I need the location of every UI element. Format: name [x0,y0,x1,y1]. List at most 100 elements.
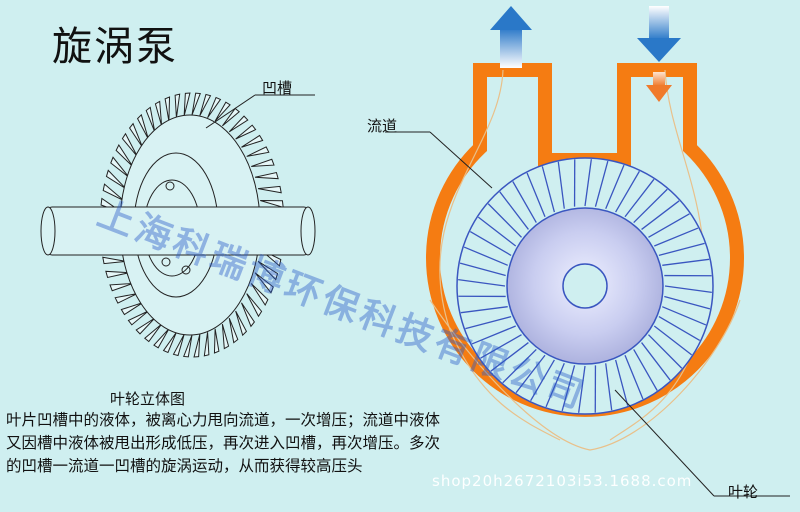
impeller-3d-illustration [40,92,316,358]
bolt-hole [161,257,171,267]
wheel-blade [615,170,640,213]
impeller-blade [254,272,274,294]
wheel-blade [557,161,565,209]
impeller-leader [614,389,715,497]
wheel-blade [624,355,644,400]
impeller-blade [102,256,127,265]
wheel-blade [654,227,699,247]
groove-label: 凹槽 [262,79,293,97]
impeller-blade [257,260,279,281]
impeller-blade [154,100,163,127]
impeller-blade [105,270,130,279]
wheel-blade [561,365,576,412]
page-title: 旋涡泵 [52,24,178,70]
wheel-blade [502,349,537,384]
impeller-blade [110,156,130,178]
wheel-blade [633,188,668,223]
impeller-blade [260,200,284,209]
impeller-blade [241,302,256,328]
wheel-blade [662,258,710,266]
impeller-blade [114,293,138,304]
wheel-blade [545,363,565,408]
shaft-end-right [300,206,316,256]
impeller-wheel [456,157,714,415]
shaft-end [40,206,56,256]
wheel-blade [648,334,683,369]
wheel-blade [512,181,537,223]
impeller-blade [235,310,248,337]
wheel-blade [641,342,671,381]
wheel-blade [633,349,658,391]
wheel-blade [469,231,512,256]
impeller-blade [162,331,177,354]
wheel-blade [459,262,506,277]
outlet-arrow-icon [490,6,532,68]
impeller-blade [128,122,143,148]
impeller-blade [251,158,275,167]
impeller-blade [174,93,181,118]
inlet-arrow-icon [637,6,681,62]
impeller-blade [246,146,270,157]
impeller-blade [221,323,230,350]
wheel-blade [653,325,693,356]
wheel-blade [641,200,680,230]
impeller-blade [183,334,193,358]
impeller-blade [250,283,269,306]
wheel-blade [530,359,555,402]
wheel-blade [471,325,516,345]
description-text: 叶片凹槽中的液体，被离心力甩向流道，一次增压；流道中液体又因槽中液体被甩出形成低… [6,411,441,475]
impeller-label: 叶轮 [728,483,759,501]
impeller-blade [153,328,170,349]
bolt-hole [165,181,175,191]
wheel-blade [499,191,529,230]
impeller-blade [135,317,156,335]
impeller-blade [105,169,127,190]
wheel-bore [562,263,608,309]
wheel-blade [605,363,613,411]
impeller-blade [144,323,163,343]
wheel-blade [664,295,711,310]
wheel-blade [526,172,546,217]
impeller-blade [121,132,138,157]
impeller-blade [102,183,125,201]
wheel-blade [594,160,609,207]
flow-line-left [439,69,561,441]
impeller-blade [145,106,156,133]
wheel-blade [584,159,592,207]
wheel-blade [578,365,586,413]
impeller-blade [193,334,201,358]
impeller-blade [115,144,134,167]
wheel-blade [664,285,712,293]
flow-line-loop [429,299,741,451]
impeller-3d-caption: 叶轮立体图 [110,390,186,408]
impeller-blade [257,185,282,194]
wheel-blade [662,306,707,326]
wheel-blade [658,242,705,257]
impeller-blade [120,302,143,316]
impeller-blade [203,332,210,357]
wheel-blades [458,159,712,413]
channel-label: 流道 [367,117,398,135]
impeller-blade [241,134,264,148]
wheel-blade [515,354,546,394]
impeller-blade [199,93,212,116]
wheel-blade [487,203,522,238]
wheel-blade [624,178,655,218]
wheel-blade [541,166,556,213]
inner-flow-arrow-icon [646,72,672,102]
wheel-blade [463,246,508,266]
wheel-blade [614,359,629,406]
shop-url-watermark: shop20h2672103i53.1688.com [432,472,693,490]
groove-leader [205,94,256,129]
impeller-blade [235,124,257,140]
channel-leader [429,131,493,189]
impeller-blade [164,96,171,122]
wheel-blade [658,316,701,341]
bolt-hole [181,265,191,275]
impeller-blade [109,283,133,292]
wheel-blade [465,315,512,330]
impeller-blade [228,317,239,344]
wheel-blade [490,342,529,372]
impeller-blade [183,92,191,116]
